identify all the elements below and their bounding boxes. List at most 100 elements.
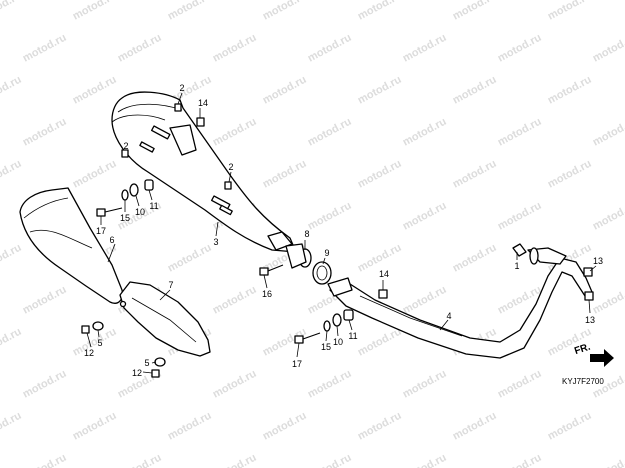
callout-13: 13 xyxy=(593,256,603,266)
watermark-text: motod.ru xyxy=(116,452,164,468)
watermark-text: motod.ru xyxy=(546,0,594,23)
watermark-text: motod.ru xyxy=(0,0,24,23)
watermark-text: motod.ru xyxy=(356,410,404,443)
callout-15: 15 xyxy=(321,342,331,352)
watermark-text: motod.ru xyxy=(21,284,69,317)
watermark-text: motod.ru xyxy=(0,74,24,107)
callout-10: 10 xyxy=(333,337,343,347)
callout-16: 16 xyxy=(262,289,272,299)
watermark-text: motod.ru xyxy=(71,326,119,359)
callout-2: 2 xyxy=(123,141,128,151)
watermark-text: motod.ru xyxy=(21,452,69,468)
callout-4: 4 xyxy=(446,311,451,321)
watermark-text: motod.ru xyxy=(451,158,499,191)
callout-7: 7 xyxy=(168,280,173,290)
callout-12: 12 xyxy=(132,368,142,378)
callout-6: 6 xyxy=(109,235,114,245)
watermark-text: motod.ru xyxy=(591,452,625,468)
watermark-text: motod.ru xyxy=(0,410,24,443)
watermark-text: motod.ru xyxy=(401,452,449,468)
watermark-text: motod.ru xyxy=(451,0,499,23)
watermark-text: motod.ru xyxy=(451,74,499,107)
watermark-text: motod.ru xyxy=(0,242,24,275)
callout-15: 15 xyxy=(120,213,130,223)
watermark-text: motod.ru xyxy=(356,74,404,107)
watermark-text: motod.ru xyxy=(71,74,119,107)
watermark-text: motod.ru xyxy=(116,32,164,65)
callout-5: 5 xyxy=(97,338,102,348)
heat-shield xyxy=(119,281,211,357)
watermark-text: motod.ru xyxy=(211,32,259,65)
watermark-text: motod.ru xyxy=(496,116,544,149)
callout-3: 3 xyxy=(213,237,218,247)
watermark-text: motod.ru xyxy=(211,116,259,149)
watermark-text: motod.ru xyxy=(306,32,354,65)
watermark-text: motod.ru xyxy=(451,410,499,443)
watermark-text: motod.ru xyxy=(356,326,404,359)
diagram-code: KYJ7F2700 xyxy=(562,377,604,386)
watermark-text: motod.ru xyxy=(306,452,354,468)
watermark-text: motod.ru xyxy=(261,0,309,23)
watermark-text: motod.ru xyxy=(591,32,625,65)
watermark-text: motod.ru xyxy=(261,74,309,107)
callout-8: 8 xyxy=(304,229,309,239)
watermark-text: motod.ru xyxy=(591,284,625,317)
direction-label: FR. xyxy=(573,342,592,358)
watermark-text: motod.ru xyxy=(0,326,24,359)
callout-11: 11 xyxy=(348,331,357,341)
watermark-text: motod.ru xyxy=(401,200,449,233)
watermark-text: motod.ru xyxy=(496,200,544,233)
watermark-text: motod.ru xyxy=(306,200,354,233)
watermark-text: motod.ru xyxy=(211,284,259,317)
watermark-text: motod.ru xyxy=(71,158,119,191)
watermark-text: motod.ru xyxy=(0,158,24,191)
watermark-text: motod.ru xyxy=(261,410,309,443)
watermark-text: motod.ru xyxy=(591,200,625,233)
watermark-text: motod.ru xyxy=(401,32,449,65)
watermark-text: motod.ru xyxy=(401,368,449,401)
front-direction-arrow: FR. xyxy=(573,342,614,367)
callout-17: 17 xyxy=(292,359,302,369)
watermark-text: motod.ru xyxy=(356,0,404,23)
callout-2: 2 xyxy=(228,162,233,172)
callout-1: 1 xyxy=(514,261,519,271)
callout-numbers: 2 14 2 2 3 17 15 10 11 6 7 8 9 16 14 4 1… xyxy=(84,83,603,378)
watermark-text: motod.ru xyxy=(211,368,259,401)
exhaust-gasket xyxy=(512,243,527,257)
watermark-text: motod.ru xyxy=(71,410,119,443)
watermark-text: motod.ru xyxy=(71,0,119,23)
watermark-text: motod.ru xyxy=(306,368,354,401)
watermark-text: motod.ru xyxy=(496,368,544,401)
watermark-text: motod.ru xyxy=(211,452,259,468)
watermark-text: motod.ru xyxy=(261,158,309,191)
callout-10: 10 xyxy=(135,207,145,217)
watermark-text: motod.ru xyxy=(546,158,594,191)
watermark-text: motod.ru xyxy=(166,242,214,275)
callout-5: 5 xyxy=(144,358,149,368)
callout-14: 14 xyxy=(198,98,208,108)
callout-13: 13 xyxy=(585,315,595,325)
watermark-text: motod.ru xyxy=(306,116,354,149)
watermark-text: motod.ru xyxy=(496,32,544,65)
watermark-text: motod.ru xyxy=(401,116,449,149)
watermark-text: motod.ru xyxy=(401,284,449,317)
watermark-text: motod.ru xyxy=(546,410,594,443)
muffler-body xyxy=(111,91,297,253)
joint-gasket-clamp xyxy=(285,243,332,285)
watermark-text: motod.ru xyxy=(451,242,499,275)
watermark-text: motod.ru xyxy=(591,116,625,149)
callout-17: 17 xyxy=(96,226,106,236)
watermark-text: motod.ru xyxy=(166,410,214,443)
muffler-protector xyxy=(19,187,124,304)
callout-2: 2 xyxy=(179,83,184,93)
watermark-text: motod.ru xyxy=(496,452,544,468)
watermark-text: motod.ru xyxy=(166,0,214,23)
watermark-text: motod.ru xyxy=(21,368,69,401)
callout-9: 9 xyxy=(324,248,329,258)
callout-14: 14 xyxy=(379,269,389,279)
watermark-text: motod.ru xyxy=(21,32,69,65)
watermark-text: motod.ru xyxy=(356,158,404,191)
callout-11: 11 xyxy=(149,201,158,211)
